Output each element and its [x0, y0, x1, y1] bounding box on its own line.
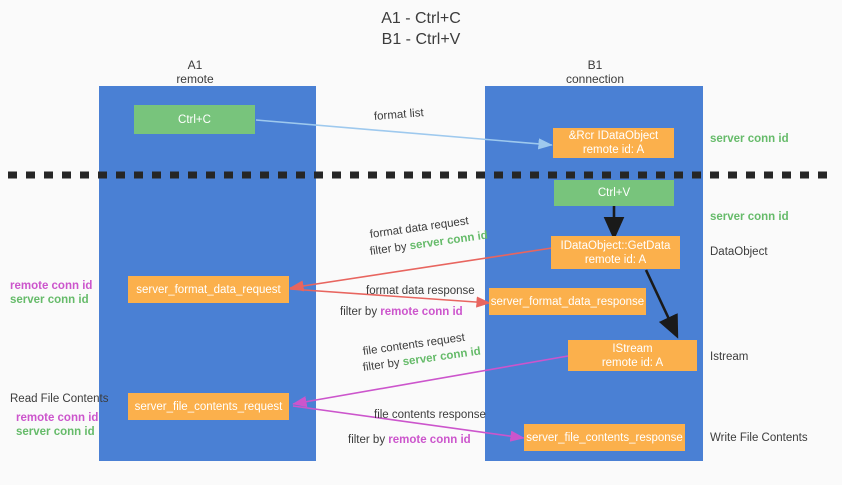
label-left-server-conn-id-1: server conn id	[10, 294, 89, 306]
label-right-dataobject: DataObject	[710, 246, 768, 258]
msg-format-data-response: format data response	[366, 285, 475, 297]
node-getdata-line2: remote id: A	[584, 253, 647, 266]
msg-fdresp-filter-prefix: filter by	[340, 306, 381, 318]
node-server-file-contents-request[interactable]: server_file_contents_request	[128, 393, 289, 420]
node-server-file-contents-request-label: server_file_contents_request	[134, 400, 283, 413]
msg-file-contents-response: file contents response	[374, 409, 486, 421]
node-istream-line1: IStream	[612, 342, 653, 355]
msg-fcresp-filter-prefix: filter by	[348, 434, 389, 446]
node-ctrl-c[interactable]: Ctrl+C	[134, 105, 255, 134]
msg-fcr-filter-prefix: filter by	[362, 356, 404, 374]
msg-file-contents-response-filter: filter by remote conn id	[348, 433, 471, 448]
page-title: A1 - Ctrl+C B1 - Ctrl+V	[381, 10, 461, 48]
node-ctrl-v-label: Ctrl+V	[597, 187, 631, 199]
node-idataobject-top-line1: &Rcr IDataObject	[568, 130, 659, 142]
node-server-format-data-response-label: server_format_data_response	[490, 295, 645, 308]
node-idataobject-top[interactable]: &Rcr IDataObject remote id: A	[553, 128, 674, 158]
node-server-file-contents-response[interactable]: server_file_contents_response	[524, 424, 685, 451]
node-ctrl-c-label: Ctrl+C	[178, 113, 211, 126]
label-right-server-conn-id-1: server conn id	[710, 133, 789, 145]
node-ctrl-v[interactable]: Ctrl+V	[554, 180, 674, 206]
lane-header-a1: A1 remote	[120, 58, 270, 86]
label-left-remote-conn-id-1: remote conn id	[10, 280, 93, 292]
lane-a1-sub: remote	[176, 72, 214, 86]
lane-b1-name: B1	[587, 58, 603, 72]
node-server-format-data-request-label: server_format_data_request	[136, 283, 281, 296]
msg-fcresp-filter-key: remote conn id	[388, 434, 471, 446]
msg-format-data-response-filter: filter by remote conn id	[340, 305, 463, 320]
lane-header-b1: B1 connection	[520, 58, 670, 86]
lane-a1-name: A1	[187, 58, 203, 72]
node-idataobject-getdata[interactable]: IDataObject::GetData remote id: A	[551, 236, 680, 269]
label-left-remote-conn-id-2: remote conn id	[16, 412, 99, 424]
label-left-read-file-contents: Read File Contents	[10, 393, 109, 405]
msg-format-list: format list	[373, 107, 425, 123]
label-right-server-conn-id-2: server conn id	[710, 211, 789, 223]
node-istream[interactable]: IStream remote id: A	[568, 340, 697, 371]
msg-fdresp-filter-key: remote conn id	[380, 306, 463, 318]
node-server-file-contents-response-label: server_file_contents_response	[526, 431, 683, 444]
lane-b1-sub: connection	[565, 72, 625, 86]
node-idataobject-top-line2: remote id: A	[582, 144, 645, 156]
msg-fdr-filter-prefix: filter by	[369, 240, 411, 258]
label-right-istream: Istream	[710, 351, 749, 363]
node-istream-line2: remote id: A	[601, 356, 664, 369]
label-left-server-conn-id-2: server conn id	[16, 426, 95, 438]
node-getdata-line1: IDataObject::GetData	[560, 239, 671, 252]
node-server-format-data-request[interactable]: server_format_data_request	[128, 276, 289, 303]
label-right-write-file-contents: Write File Contents	[710, 432, 808, 444]
node-server-format-data-response[interactable]: server_format_data_response	[489, 288, 646, 315]
